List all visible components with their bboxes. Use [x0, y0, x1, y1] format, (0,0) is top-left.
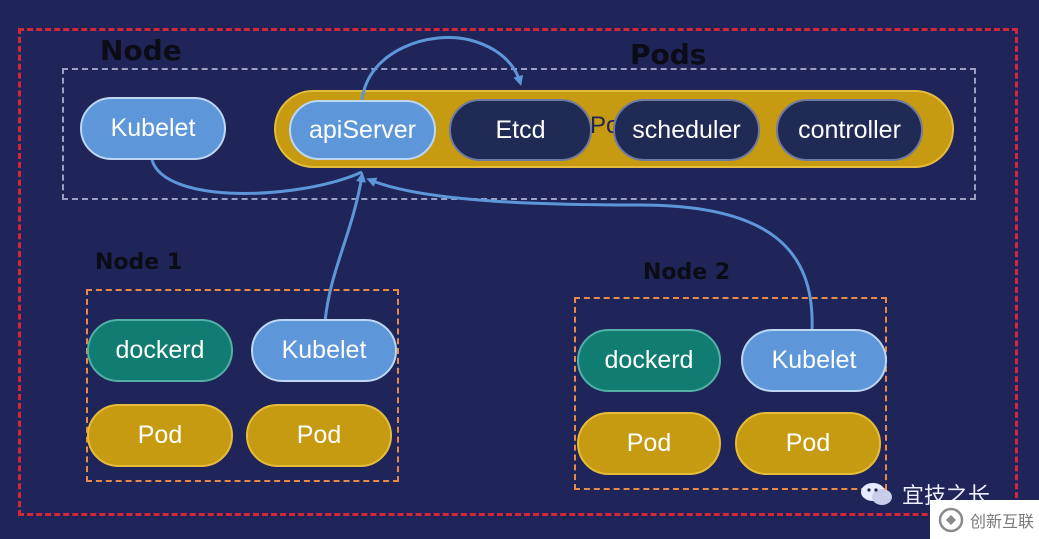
apiserver-component: apiServer: [289, 100, 436, 160]
master-kubelet-to-apiserver-link: [150, 159, 363, 195]
node1-pod-1: Pod: [87, 404, 233, 467]
master-kubelet: Kubelet: [80, 97, 226, 160]
brand-name: 创新互联: [970, 511, 1035, 531]
node2-pod-1: Pod: [577, 412, 721, 475]
node2-kubelet-to-apiserver-arrow: [366, 177, 814, 331]
node1-kubelet: Kubelet: [251, 319, 397, 382]
node2-dockerd: dockerd: [577, 329, 721, 392]
wechat-icon: [861, 483, 892, 505]
node1-kubelet-to-apiserver-arrow: [323, 172, 366, 323]
node2-boundary: [574, 297, 887, 490]
cluster-boundary: [18, 28, 1018, 516]
node1-boundary: [86, 289, 399, 482]
node2-title: Node 2: [643, 260, 731, 285]
brand-logo-icon: [938, 507, 964, 532]
etcd-component: Etcd: [449, 99, 592, 161]
master-node-boundary: [62, 68, 976, 200]
master-node-title: Node: [100, 34, 182, 67]
node2-pod-2: Pod: [735, 412, 881, 475]
pods-title: Pods: [630, 38, 707, 71]
node1-title: Node 1: [95, 250, 183, 275]
node1-dockerd: dockerd: [87, 319, 233, 382]
controller-component: controller: [776, 99, 923, 161]
node2-kubelet: Kubelet: [741, 329, 887, 392]
brand-watermark: 创新互联: [930, 500, 1039, 539]
scheduler-component: scheduler: [613, 99, 760, 161]
apiserver-to-etcd-arrow: [360, 36, 524, 101]
node1-pod-2: Pod: [246, 404, 392, 467]
